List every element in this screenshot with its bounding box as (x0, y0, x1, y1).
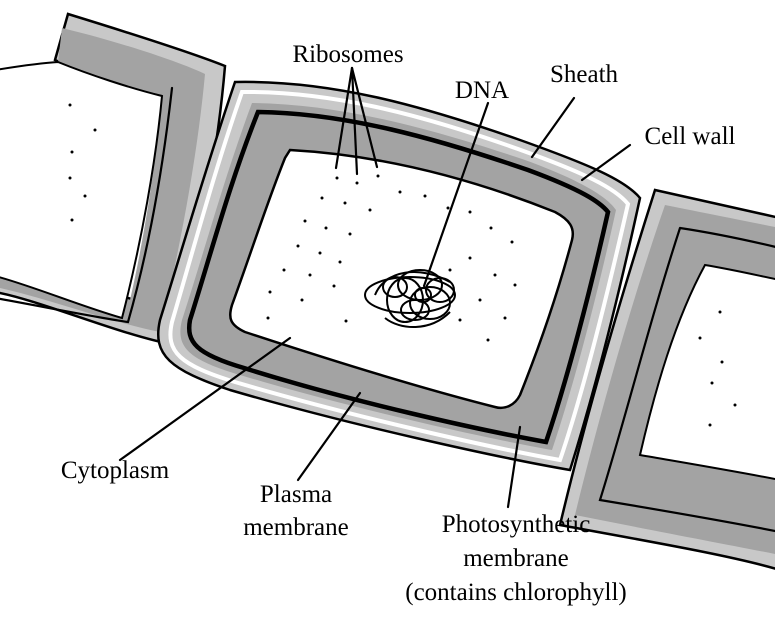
label-photosynthetic-3: (contains chlorophyll) (405, 579, 626, 606)
label-cell-wall: Cell wall (645, 123, 736, 150)
label-ribosomes: Ribosomes (292, 41, 403, 68)
label-dna: DNA (455, 77, 509, 104)
central-cell (158, 82, 640, 470)
sheath-leader (532, 98, 574, 157)
label-photosynthetic-2: membrane (463, 545, 569, 572)
label-sheath: Sheath (550, 61, 619, 88)
label-cytoplasm: Cytoplasm (61, 457, 170, 484)
label-plasma-membrane-1: Plasma (260, 481, 332, 508)
label-photosynthetic-1: Photosynthetic (442, 511, 591, 538)
label-plasma-membrane-2: membrane (243, 514, 349, 541)
